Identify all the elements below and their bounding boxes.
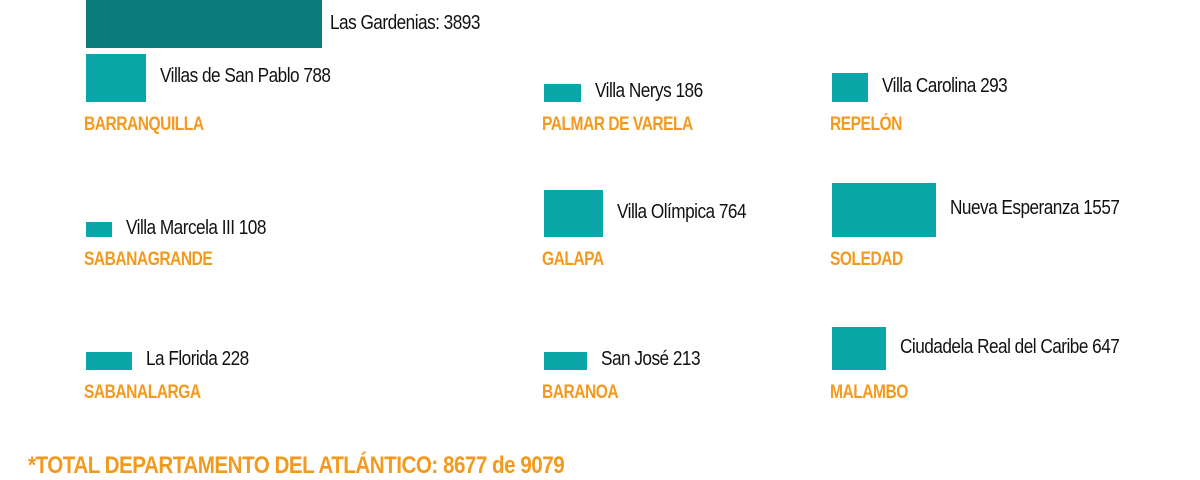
- bar-label: Villa Marcela III 108: [126, 216, 266, 239]
- bar-label: Villas de San Pablo 788: [160, 65, 331, 87]
- municipality-label: BARANOA: [542, 382, 619, 403]
- bar: [86, 222, 112, 237]
- bar-label: San José 213: [601, 348, 701, 370]
- highlight-label: Las Gardenias: 3893: [330, 12, 480, 34]
- bar: [86, 352, 132, 370]
- bar-label: Villa Nerys 186: [595, 80, 703, 102]
- bar-label: Villa Carolina 293: [882, 74, 1008, 97]
- bar: [86, 54, 146, 102]
- bar: [832, 183, 936, 237]
- municipality-label: MALAMBO: [830, 382, 908, 403]
- bar: [832, 327, 886, 370]
- highlight-bar: [86, 0, 322, 48]
- bar: [544, 190, 603, 237]
- bar-label: Villa Olímpica 764: [617, 200, 747, 223]
- municipality-label: SOLEDAD: [830, 249, 903, 270]
- bar-label: Nueva Esperanza 1557: [950, 197, 1120, 219]
- municipality-label: REPELÓN: [830, 114, 902, 135]
- municipality-label: GALAPA: [542, 249, 604, 270]
- municipality-label: SABANALARGA: [84, 382, 201, 403]
- bar: [544, 352, 587, 370]
- total-label: *TOTAL DEPARTAMENTO DEL ATLÁNTICO: 8677 …: [28, 452, 565, 479]
- highlight-item: Las Gardenias: 3893: [86, 0, 606, 48]
- bar-label: Ciudadela Real del Caribe 647: [900, 335, 1120, 358]
- bar: [544, 84, 581, 102]
- municipality-label: PALMAR DE VARELA: [542, 114, 693, 135]
- bar: [832, 73, 868, 102]
- municipality-label: SABANAGRANDE: [84, 249, 213, 270]
- bar-label: La Florida 228: [146, 348, 249, 370]
- municipality-label: BARRANQUILLA: [84, 114, 204, 135]
